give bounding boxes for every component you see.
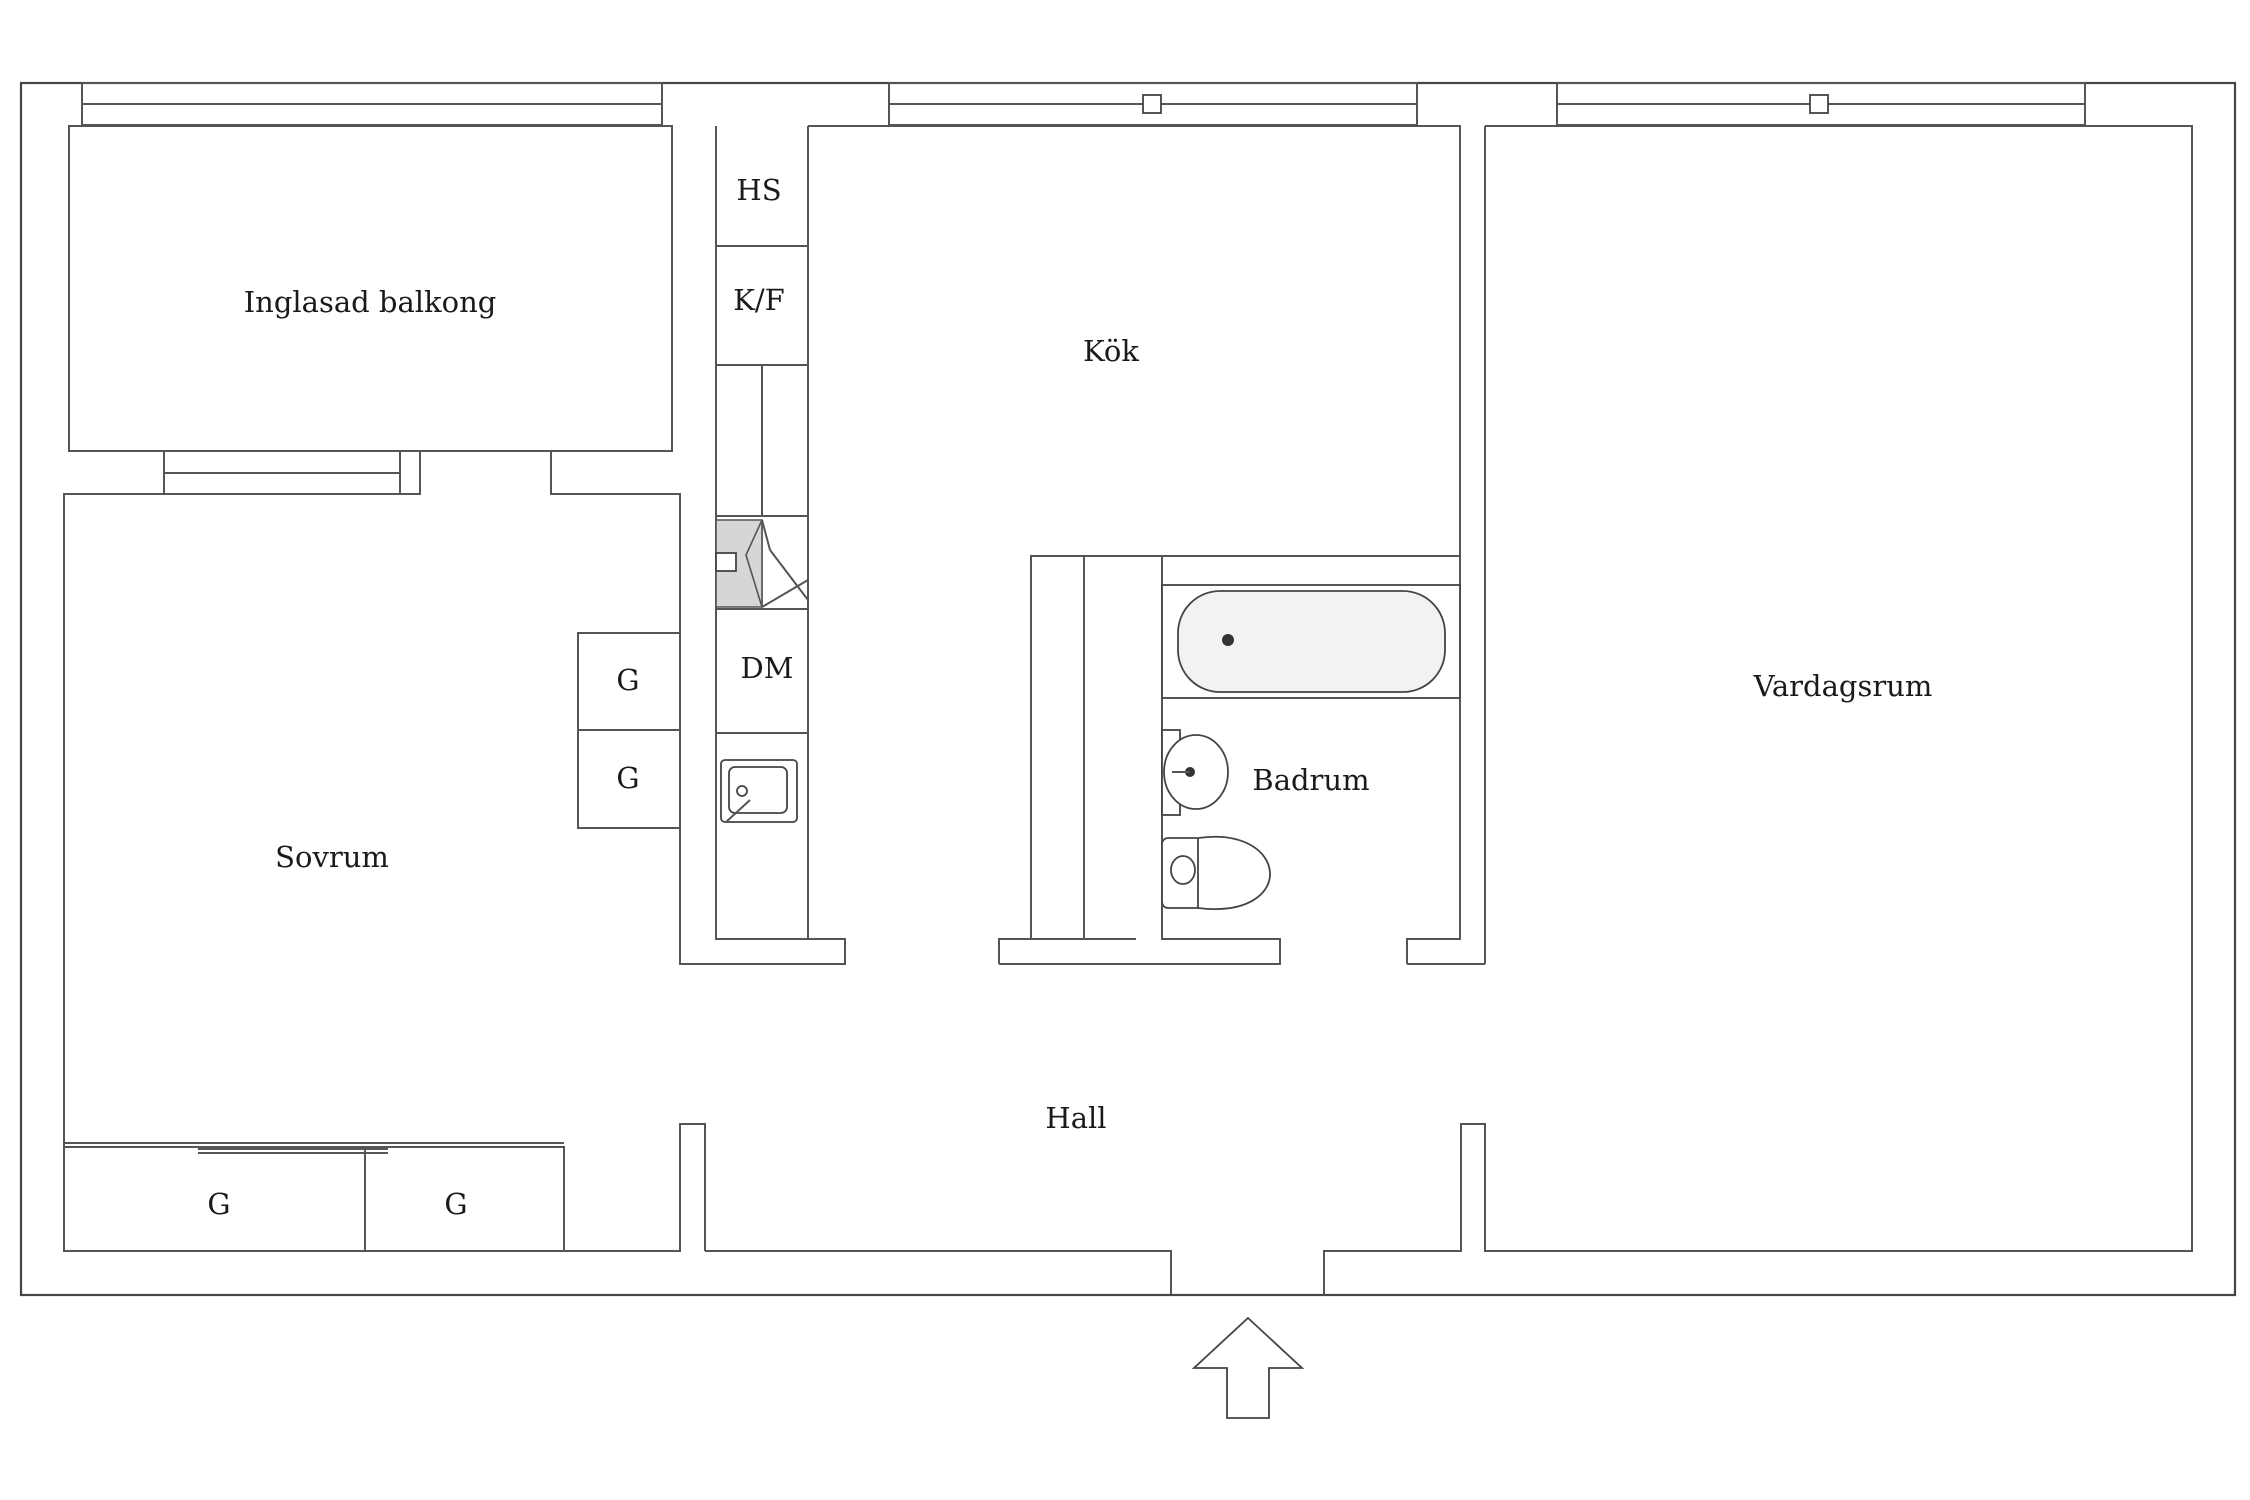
living-wall xyxy=(1323,125,2193,1295)
window-kitchen xyxy=(888,82,1418,126)
fixture-label-hs: HS xyxy=(736,173,781,207)
washbasin xyxy=(1161,729,1229,816)
room-label-bedroom: Sovrum xyxy=(275,840,389,874)
kitchen-wall xyxy=(808,125,1461,939)
kitchen-sink xyxy=(720,759,798,823)
wardrobe-label: G xyxy=(616,663,639,697)
fixture-label-kf: K/F xyxy=(733,283,785,317)
wardrobe-bottom xyxy=(63,1142,565,1252)
room-label-kitchen: Kök xyxy=(1083,334,1139,368)
wardrobe-label: G xyxy=(616,761,639,795)
wardrobe-label: G xyxy=(207,1187,230,1221)
room-label-living: Vardagsrum xyxy=(1753,669,1933,703)
window-living xyxy=(1556,82,2086,126)
stove xyxy=(715,519,809,608)
hall-wall-left xyxy=(705,1250,1172,1295)
wardrobe-right xyxy=(577,632,681,829)
balcony-door xyxy=(163,450,421,495)
hall-wall-lower xyxy=(998,938,1084,964)
wardrobe-label: G xyxy=(444,1187,467,1221)
bathtub xyxy=(1161,584,1461,699)
room-label-bathroom: Badrum xyxy=(1252,763,1369,797)
bedroom-wall xyxy=(63,493,706,1252)
bedroom-balcony-wall-right xyxy=(550,451,846,965)
room-label-hall: Hall xyxy=(1045,1101,1106,1135)
room-label-balcony: Inglasad balkong xyxy=(244,285,497,319)
fixture-label-dm: DM xyxy=(741,651,794,685)
entrance-arrow xyxy=(1191,1316,1305,1419)
toilet xyxy=(1161,835,1271,910)
window-balcony xyxy=(81,82,663,126)
